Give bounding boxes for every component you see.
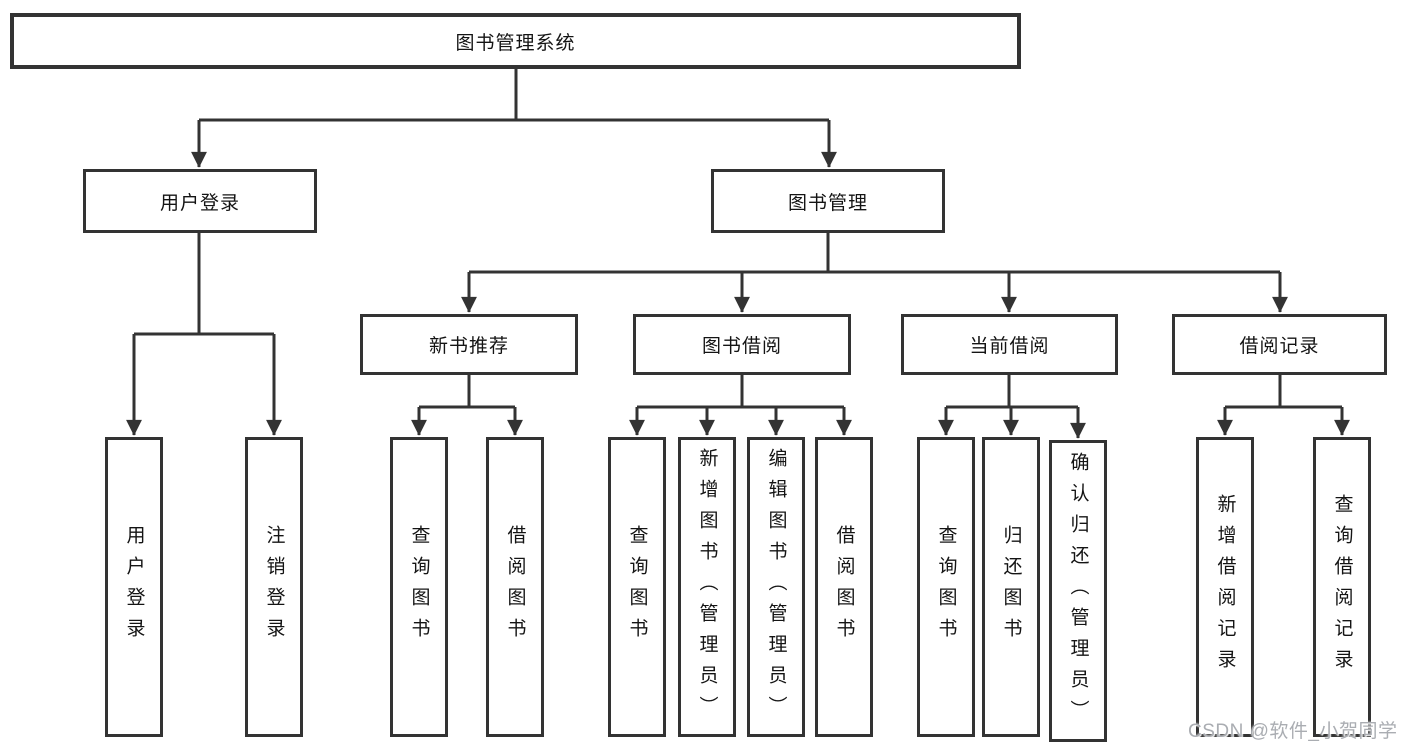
leaf-current-confirm-return-admin: 确认归还（管理员） — [1049, 440, 1107, 742]
watermark: CSDN @软件_小贺同学 — [1188, 721, 1398, 742]
leaf-borrow-edit-books-admin: 编辑图书（管理员） — [747, 437, 805, 737]
node-library-system: 图书管理系统 — [10, 13, 1021, 69]
leaf-records-add-record: 新增借阅记录 — [1196, 437, 1254, 737]
leaf-borrow-add-books-admin: 新增图书（管理员） — [678, 437, 736, 737]
leaf-recommend-query-books: 查询图书 — [390, 437, 448, 737]
leaf-current-query-books: 查询图书 — [917, 437, 975, 737]
node-borrow-records: 借阅记录 — [1172, 314, 1387, 375]
leaf-user-login: 用户登录 — [105, 437, 163, 737]
node-book-management: 图书管理 — [711, 169, 945, 233]
leaf-records-query-record: 查询借阅记录 — [1313, 437, 1371, 737]
leaf-recommend-borrow-books: 借阅图书 — [486, 437, 544, 737]
node-new-book-recommend: 新书推荐 — [360, 314, 578, 375]
leaf-logout: 注销登录 — [245, 437, 303, 737]
node-user-login: 用户登录 — [83, 169, 317, 233]
leaf-borrow-borrow-books: 借阅图书 — [815, 437, 873, 737]
node-current-borrow: 当前借阅 — [901, 314, 1118, 375]
leaf-current-return-books: 归还图书 — [982, 437, 1040, 737]
node-book-borrow: 图书借阅 — [633, 314, 851, 375]
leaf-borrow-query-books: 查询图书 — [608, 437, 666, 737]
